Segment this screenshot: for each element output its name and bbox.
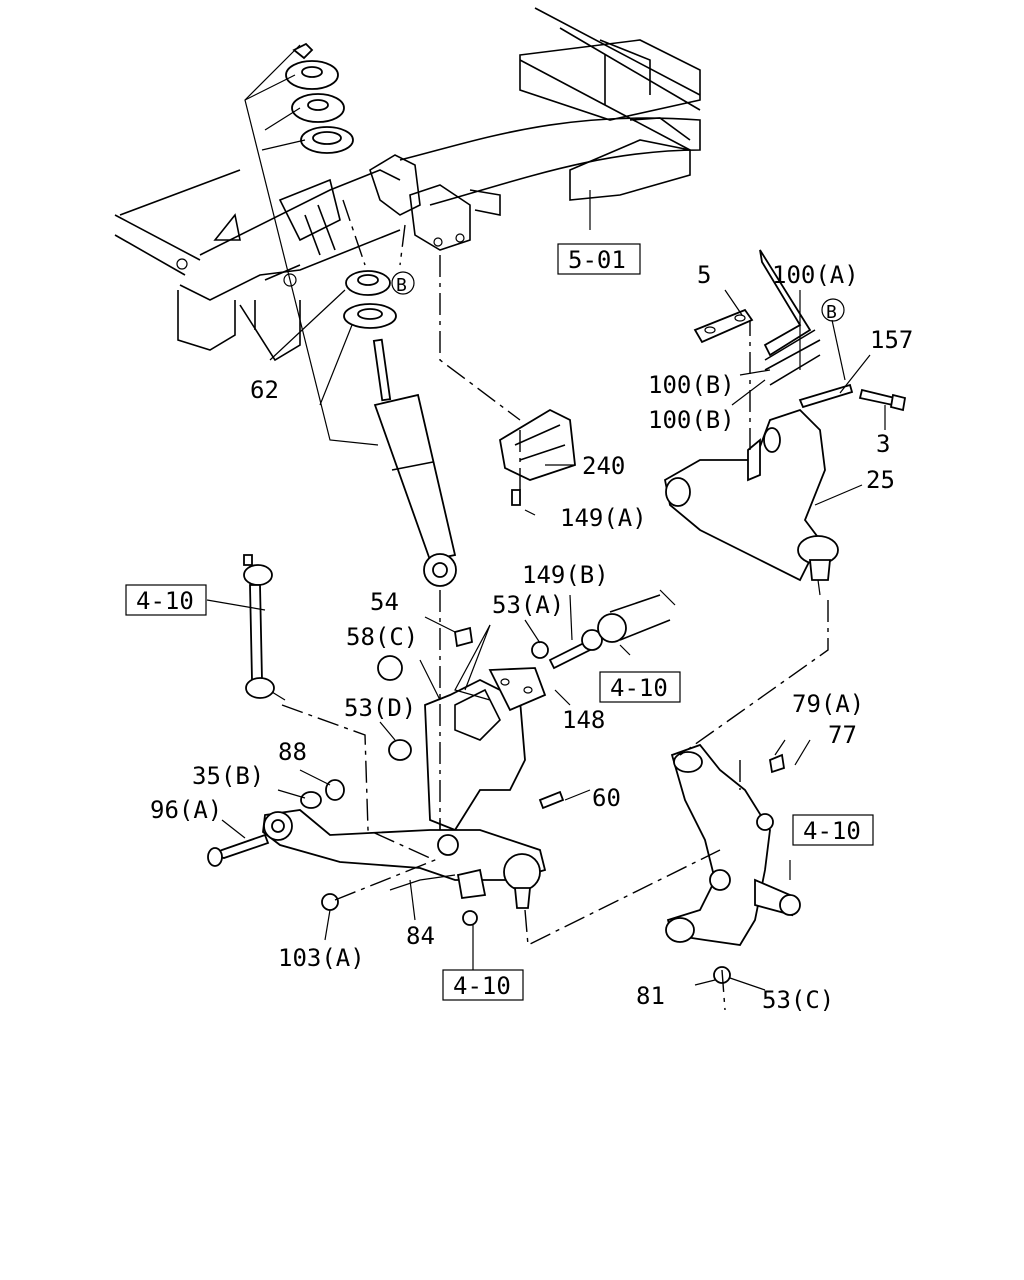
ref-5-01: 5-01 <box>568 246 626 274</box>
frame-rail <box>114 7 701 362</box>
label-62: 62 <box>250 376 279 404</box>
camber-shims-and-bolts <box>693 249 907 412</box>
ref-4-10-lower-arm: 4-10 <box>453 972 511 1000</box>
label-25: 25 <box>866 466 895 494</box>
label-35b: 35(B) <box>192 762 264 790</box>
label-148: 148 <box>562 706 605 734</box>
label-54: 54 <box>370 588 399 616</box>
upper-control-arm <box>663 408 839 596</box>
stabilizer-link <box>243 554 286 701</box>
label-3: 3 <box>876 430 890 458</box>
ref-4-10-knuckle: 4-10 <box>803 817 861 845</box>
shock-absorber <box>372 338 457 587</box>
steering-knuckle <box>665 743 801 984</box>
marker-b-2: B <box>826 302 837 323</box>
bracket-240 <box>499 408 576 506</box>
label-58c: 58(C) <box>346 623 418 651</box>
marker-b-1: B <box>396 275 407 296</box>
label-100a: 100(A) <box>772 261 859 289</box>
label-157: 157 <box>870 326 913 354</box>
ref-4-10-stabilizer: 4-10 <box>136 587 194 615</box>
leader-lines <box>206 44 886 1011</box>
label-103a: 103(A) <box>278 944 365 972</box>
label-96a: 96(A) <box>150 796 222 824</box>
label-84: 84 <box>406 922 435 950</box>
label-100b-2: 100(B) <box>648 406 735 434</box>
label-81: 81 <box>636 982 665 1010</box>
label-77: 77 <box>828 721 857 749</box>
label-60: 60 <box>592 784 621 812</box>
lower-control-arm <box>207 779 547 926</box>
label-149b: 149(B) <box>522 561 609 589</box>
part-labels: 62 5 100(A) 100(B) 100(B) 157 3 240 149(… <box>150 261 913 1014</box>
label-149a: 149(A) <box>560 504 647 532</box>
label-53c: 53(C) <box>762 986 834 1014</box>
label-240: 240 <box>582 452 625 480</box>
label-100b-1: 100(B) <box>648 371 735 399</box>
circled-b-markers: B B <box>391 271 845 323</box>
label-79a: 79(A) <box>792 690 864 718</box>
label-53d: 53(D) <box>344 694 416 722</box>
ref-4-10-driveshaft: 4-10 <box>610 674 668 702</box>
label-5: 5 <box>697 261 711 289</box>
lower-arm-frame-bracket <box>377 589 676 832</box>
reference-boxes: 5-01 4-10 4-10 4-10 4-10 <box>125 243 874 1001</box>
shock-upper-mount-parts <box>285 42 397 329</box>
label-88: 88 <box>278 738 307 766</box>
label-53a: 53(A) <box>492 591 564 619</box>
